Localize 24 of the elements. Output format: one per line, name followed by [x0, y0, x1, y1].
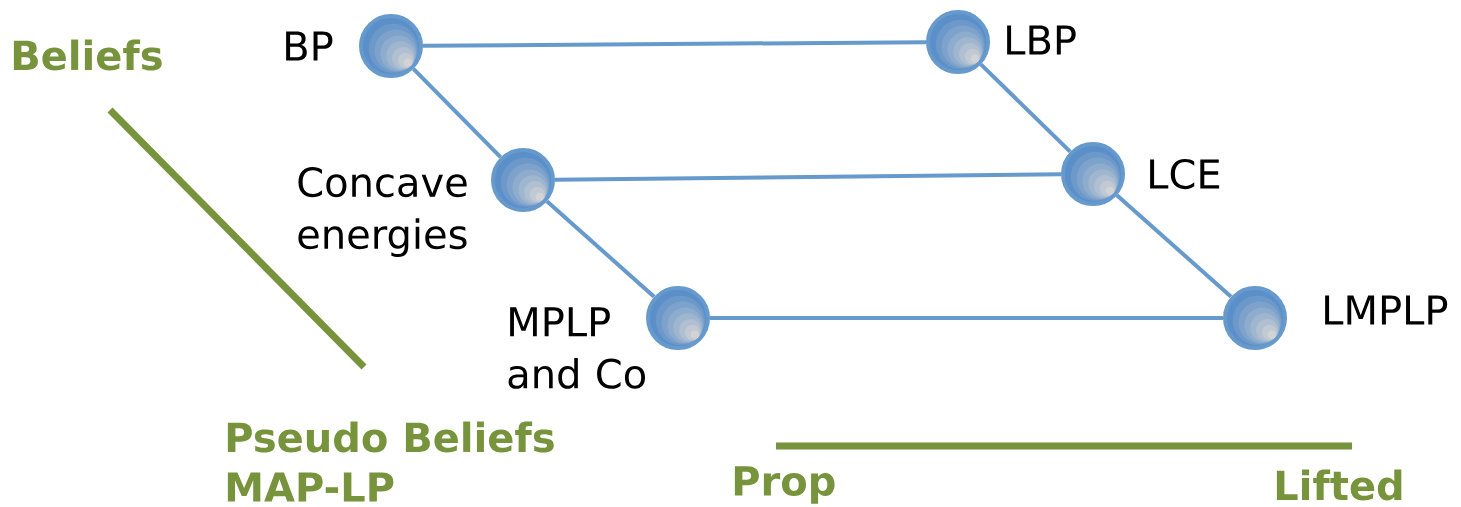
axis-label: Beliefs: [13, 39, 162, 71]
circle-node: [926, 10, 990, 74]
node-label: BP: [286, 31, 333, 61]
axis-label: MAP-LP: [227, 472, 394, 502]
connector-line: [545, 199, 656, 299]
node-label: LMPLP: [1325, 295, 1448, 325]
connector-line: [710, 316, 1223, 320]
circle-node: [359, 14, 423, 78]
circle-node: [1061, 142, 1125, 206]
connector-line: [412, 67, 502, 159]
connector-line: [979, 62, 1072, 154]
node-label: LCE: [1150, 158, 1220, 190]
connector-line: [1115, 193, 1233, 299]
circle-node: [646, 286, 710, 350]
connector-line: [555, 172, 1062, 182]
circle-node: [1223, 286, 1287, 350]
node-label: Concave energies: [298, 167, 467, 257]
node-label: MPLP and Co: [508, 307, 645, 389]
node-label: LBP: [1007, 25, 1076, 55]
connector-line: [423, 40, 927, 48]
axis-label: Pseudo Beliefs: [227, 421, 554, 453]
circle-node: [491, 148, 555, 212]
axis-label: Lifted: [1276, 469, 1402, 501]
axis-label: Prop: [734, 466, 835, 504]
